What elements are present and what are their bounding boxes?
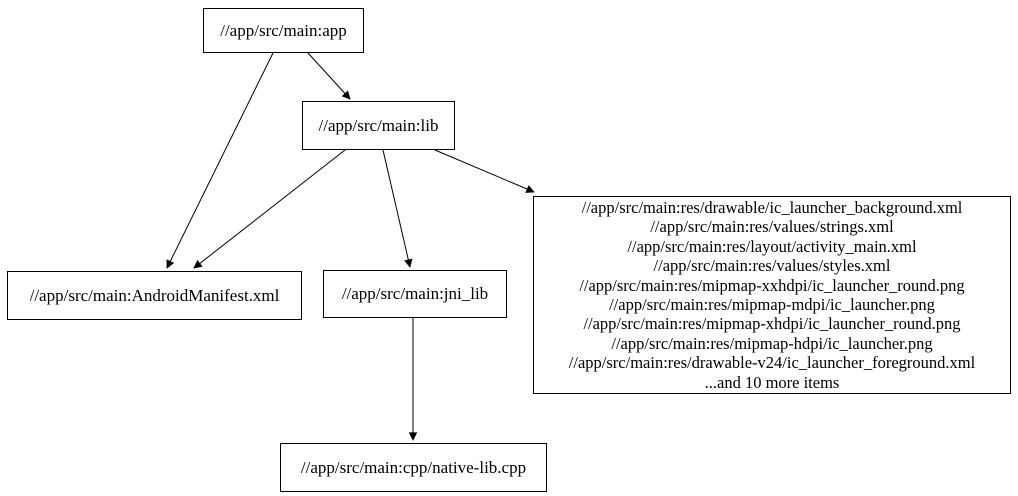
res-group-line: //app/src/main:res/drawable/ic_launcher_… xyxy=(581,197,963,217)
node-android-manifest[interactable]: //app/src/main:AndroidManifest.xml xyxy=(7,271,302,320)
edge-app-to-manifest xyxy=(166,52,274,269)
res-group-line: //app/src/main:res/layout/activity_main.… xyxy=(627,236,917,256)
node-lib-label: //app/src/main:lib xyxy=(318,115,439,135)
res-group-line: //app/src/main:res/mipmap-mdpi/ic_launch… xyxy=(609,295,935,314)
node-jni-lib[interactable]: //app/src/main:jni_lib xyxy=(323,270,507,318)
node-res-group[interactable]: //app/src/main:res/drawable/ic_launcher_… xyxy=(533,196,1011,394)
node-lib[interactable]: //app/src/main:lib xyxy=(302,101,455,150)
edge-lib-to-jni-lib xyxy=(382,149,413,268)
node-native-cpp-label: //app/src/main:cpp/native-lib.cpp xyxy=(300,457,527,477)
node-app[interactable]: //app/src/main:app xyxy=(203,8,364,53)
res-group-line: //app/src/main:res/values/styles.xml xyxy=(653,256,891,276)
res-group-more-items: ...and 10 more items xyxy=(704,372,840,392)
edge-app-to-lib xyxy=(307,52,351,100)
res-group-line: //app/src/main:res/mipmap-hdpi/ic_launch… xyxy=(611,333,933,353)
node-android-manifest-label: //app/src/main:AndroidManifest.xml xyxy=(29,285,280,305)
node-app-label: //app/src/main:app xyxy=(220,20,347,40)
res-group-line: //app/src/main:res/values/strings.xml xyxy=(650,217,894,237)
node-native-cpp[interactable]: //app/src/main:cpp/native-lib.cpp xyxy=(280,443,547,492)
edge-lib-to-manifest xyxy=(193,149,346,269)
res-group-line: //app/src/main:res/mipmap-xhdpi/ic_launc… xyxy=(583,314,961,334)
res-group-line: //app/src/main:res/mipmap-xxhdpi/ic_laun… xyxy=(579,275,965,295)
edge-lib-to-res-group xyxy=(434,149,535,193)
res-group-line: //app/src/main:res/drawable-v24/ic_launc… xyxy=(568,353,976,373)
node-jni-lib-label: //app/src/main:jni_lib xyxy=(341,284,489,303)
